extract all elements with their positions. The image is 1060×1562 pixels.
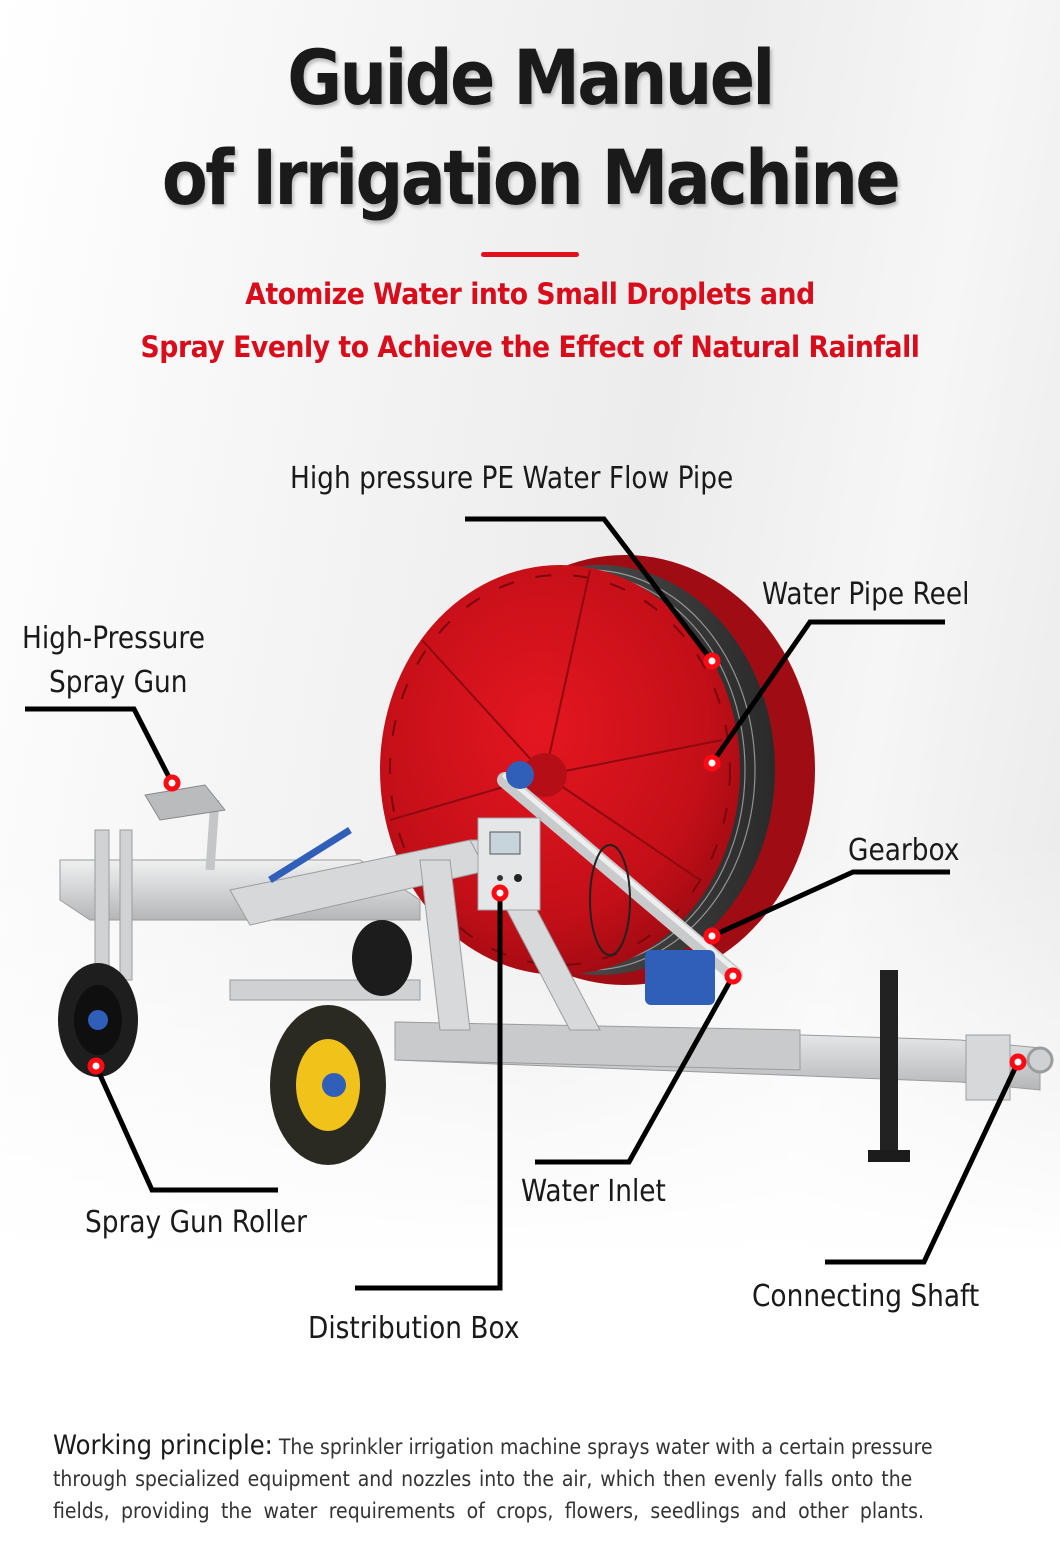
marker-roller-icon (87, 1057, 105, 1075)
spray-gun-roller-wheel (58, 963, 138, 1077)
principle-line1: Working principle: The sprinkler irrigat… (53, 1430, 933, 1461)
subtitle-line1: Atomize Water into Small Droplets and (245, 277, 815, 311)
marker-connecting-shaft-icon (1009, 1053, 1027, 1071)
label-connecting-shaft: Connecting Shaft (752, 1279, 980, 1314)
callout-line-pe-pipe (465, 516, 714, 663)
callout-line-distribution (355, 893, 503, 1291)
cable-coil (589, 844, 631, 956)
title-divider (481, 252, 579, 257)
principle-lead: Working principle: (53, 1430, 273, 1461)
label-spray-gun-line2: Spray Gun (49, 665, 188, 700)
label-pe-pipe: High pressure PE Water Flow Pipe (290, 461, 734, 496)
callout-lines (25, 516, 1021, 1291)
marker-pipe-reel-icon (703, 754, 721, 772)
callout-line-shaft (825, 1060, 1021, 1265)
subtitle-line2: Spray Evenly to Achieve the Effect of Na… (140, 330, 920, 364)
marker-pe-pipe-icon (703, 652, 721, 670)
principle-line3: fields, providing the water requirements… (53, 1499, 925, 1523)
callout-markers (87, 652, 1027, 1075)
distribution-box (477, 817, 541, 911)
callout-line-water-inlet (535, 974, 736, 1165)
marker-spray-gun-icon (163, 774, 181, 792)
marker-distribution-box-icon (491, 884, 509, 902)
marker-water-inlet-icon (724, 967, 742, 985)
principle-text-line1: The sprinkler irrigation machine sprays … (278, 1435, 933, 1459)
callout-line-pipe-reel (709, 619, 945, 765)
bottom-panel (0, 1250, 1060, 1562)
label-water-inlet: Water Inlet (521, 1174, 666, 1209)
main-wheel (270, 1005, 386, 1165)
gearbox (645, 950, 715, 1005)
label-spray-gun-line1: High-Pressure (22, 621, 205, 656)
callout-line-gearbox (710, 869, 950, 939)
label-pipe-reel: Water Pipe Reel (762, 577, 970, 612)
rear-wheel (352, 920, 412, 996)
marker-gearbox-icon (703, 927, 721, 945)
page-title-line2: of Irrigation Machine (161, 133, 901, 222)
spray-gun (144, 784, 352, 883)
inlet-pipe (497, 761, 743, 983)
label-distribution-box: Distribution Box (308, 1311, 520, 1346)
principle-line2: through specialized equipment and nozzle… (53, 1467, 913, 1491)
callout-line-roller (93, 1064, 278, 1193)
label-gearbox: Gearbox (848, 833, 960, 868)
page-title-line1: Guide Manuel (287, 33, 775, 122)
callout-line-spray-gun (25, 706, 175, 785)
label-spray-gun-roller: Spray Gun Roller (85, 1205, 307, 1240)
